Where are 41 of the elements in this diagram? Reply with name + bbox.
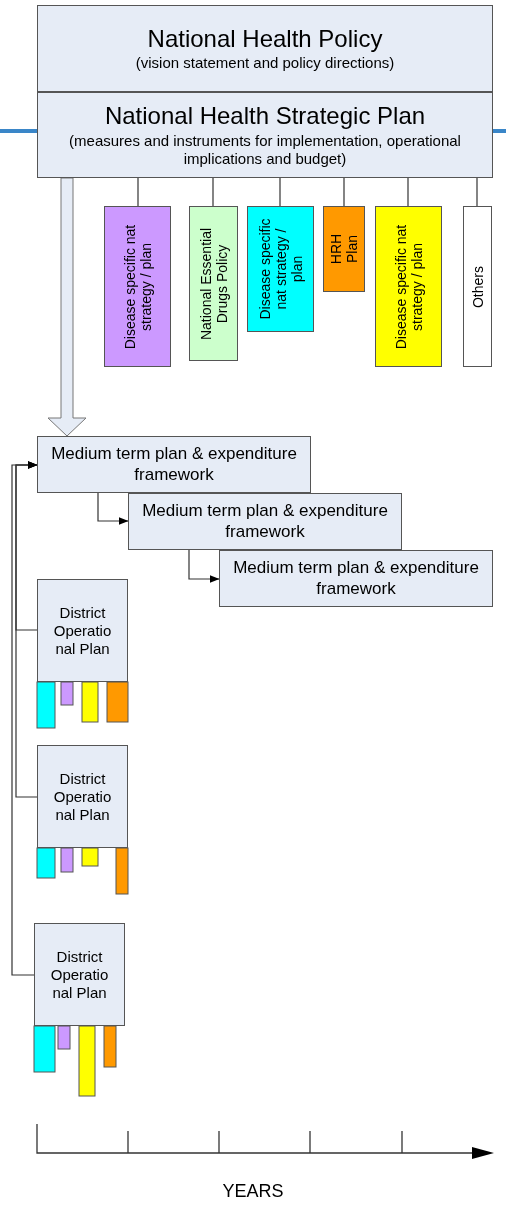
box-label: HRH Plan (327, 232, 361, 267)
arrow (97, 492, 129, 525)
title-box (37, 5, 493, 92)
connector-line (137, 177, 139, 207)
box-subtitle: (measures and instruments for implementation, operational implications and budget) (68, 131, 462, 168)
box-label: District Operational Plan (52, 603, 113, 658)
plan-box (463, 206, 492, 367)
axis-label: YEARS (222, 1181, 284, 1202)
process-box (37, 436, 311, 493)
process-box (219, 550, 493, 607)
box-label: Disease specific nat strategy / plan (121, 223, 154, 351)
box-label: Disease specific nat strategy / plan (256, 217, 305, 321)
connector-line (407, 177, 409, 207)
arrow (188, 549, 220, 583)
connector-line (212, 177, 214, 207)
title-box (37, 92, 493, 178)
process-box (37, 579, 128, 682)
connector-line (343, 177, 345, 207)
plan-box (375, 206, 442, 367)
box-label: Medium term plan & expenditure framework (232, 558, 480, 599)
plan-box (189, 206, 238, 361)
plan-box (104, 206, 171, 367)
box-label: National Essential Drugs Policy (197, 226, 230, 342)
box-label: District Operational Plan (52, 769, 113, 824)
plan-box (247, 206, 314, 332)
box-label: Others (469, 264, 486, 310)
box-label: Disease specific nat strategy / plan (392, 223, 425, 351)
process-box (34, 923, 125, 1026)
box-title: National Health Policy (147, 24, 383, 53)
connector-line (279, 177, 281, 207)
box-label: District Operational Plan (49, 947, 110, 1002)
block-arrow (47, 177, 87, 437)
box-label: Medium term plan & expenditure framework (50, 444, 298, 485)
process-box (37, 745, 128, 848)
box-label: Medium term plan & expenditure framework (141, 501, 389, 542)
plan-box (323, 206, 365, 292)
process-box (128, 493, 402, 550)
arrow (11, 461, 38, 976)
box-subtitle: (vision statement and policy directions) (135, 54, 395, 73)
box-title: National Health Strategic Plan (104, 102, 426, 130)
connector-line (476, 177, 478, 207)
